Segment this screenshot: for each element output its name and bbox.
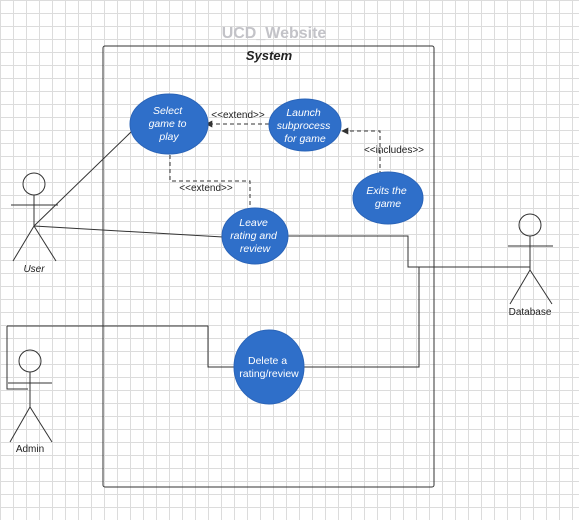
use-case-select-game[interactable]: Select game to play bbox=[129, 93, 209, 155]
extend-label-left: <<extend>> bbox=[179, 183, 233, 194]
actor-admin-label: Admin bbox=[16, 444, 44, 455]
use-case-launch-subprocess-label: Launch subprocess for game bbox=[277, 107, 334, 145]
admin-stick-figure-icon bbox=[8, 349, 53, 443]
use-case-leave-rating[interactable]: Leave rating and review bbox=[221, 207, 289, 265]
use-case-select-game-label: Select game to play bbox=[149, 105, 190, 143]
use-case-leave-rating-label: Leave rating and review bbox=[230, 217, 280, 255]
extend-leave-to-select bbox=[166, 143, 251, 212]
includes-label: <<includes>> bbox=[364, 145, 424, 156]
assoc-delete-database bbox=[304, 266, 530, 368]
use-case-exits-game[interactable]: Exits the game bbox=[352, 171, 424, 225]
actor-admin[interactable]: Admin bbox=[8, 349, 53, 455]
actor-database[interactable]: Database bbox=[508, 213, 553, 318]
actor-database-label: Database bbox=[509, 307, 552, 318]
extend-label-top: <<extend>> bbox=[211, 110, 265, 121]
actor-user-label: User bbox=[23, 264, 45, 275]
diagram-title: UCD_Website bbox=[222, 25, 327, 42]
actor-user[interactable]: User bbox=[11, 172, 58, 275]
user-stick-figure-icon bbox=[11, 172, 58, 262]
use-case-launch-subprocess[interactable]: Launch subprocess for game bbox=[268, 98, 342, 152]
assoc-user-select-game bbox=[33, 131, 132, 227]
assoc-admin-delete bbox=[7, 325, 234, 368]
use-case-delete-rating[interactable]: Delete a rating/review bbox=[233, 329, 305, 405]
includes-exits-to-launch bbox=[341, 127, 381, 175]
use-case-exits-game-label: Exits the game bbox=[366, 185, 409, 210]
use-case-delete-rating-label: Delete a rating/review bbox=[239, 355, 299, 380]
system-label: System bbox=[246, 48, 293, 63]
assoc-admin-frame bbox=[6, 326, 28, 390]
database-stick-figure-icon bbox=[508, 213, 553, 305]
